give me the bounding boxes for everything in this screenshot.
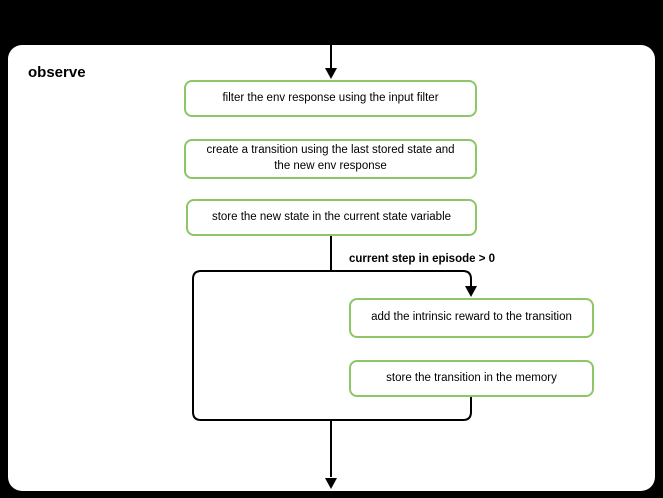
node-label: filter the env response using the input … bbox=[222, 91, 439, 104]
node-add-intrinsic-reward: add the intrinsic reward to the transiti… bbox=[349, 298, 594, 338]
node-label: store the new state in the current state… bbox=[211, 210, 452, 223]
panel-title: observe bbox=[28, 64, 86, 81]
node-filter-env-response: filter the env response using the input … bbox=[184, 80, 477, 117]
node-store-new-state: store the new state in the current state… bbox=[186, 199, 477, 236]
node-label: add the intrinsic reward to the transiti… bbox=[371, 311, 572, 324]
node-store-transition: store the transition in the memory bbox=[349, 360, 594, 397]
condition-label: current step in episode > 0 bbox=[349, 253, 496, 265]
node-label: store the transition in the memory bbox=[386, 371, 557, 384]
node-create-transition: create a transition using the last store… bbox=[184, 139, 477, 179]
node-label: create a transition using the last store… bbox=[206, 144, 455, 172]
